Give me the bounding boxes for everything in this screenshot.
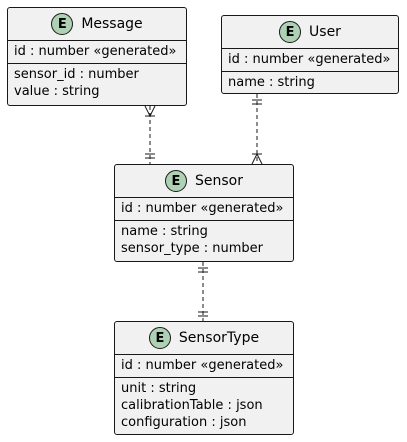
attribute-section: name : string bbox=[222, 72, 398, 94]
entity-badge-icon: E bbox=[148, 327, 171, 349]
entity-header: E Sensor bbox=[115, 165, 293, 198]
entity-header: E Message bbox=[8, 8, 186, 41]
entity-badge-icon: E bbox=[165, 170, 187, 192]
entity-user[interactable]: E User id : number «generated» name : st… bbox=[221, 15, 399, 94]
attribute-section: name : string sensor_type : number bbox=[115, 221, 293, 260]
attribute: id : number «generated» bbox=[121, 201, 284, 216]
attribute: configuration : json bbox=[121, 415, 247, 430]
entity-message[interactable]: E Message id : number «generated» sensor… bbox=[7, 7, 187, 106]
primary-key-section: id : number «generated» bbox=[8, 41, 186, 64]
primary-key-section: id : number «generated» bbox=[115, 355, 293, 378]
crowfoot-exactly-one-sensortype bbox=[198, 311, 208, 317]
entity-sensortype[interactable]: E SensorType id : number «generated» uni… bbox=[114, 321, 294, 435]
primary-key-section: id : number «generated» bbox=[115, 198, 293, 221]
entity-header: E SensorType bbox=[115, 322, 293, 355]
entity-header: E User bbox=[222, 16, 398, 49]
entity-name: Sensor bbox=[195, 173, 243, 189]
attribute: name : string bbox=[228, 75, 315, 90]
entity-name: User bbox=[309, 24, 341, 40]
crowfoot-exactly-one-sensor-top-left bbox=[145, 153, 155, 159]
attribute: id : number «generated» bbox=[121, 358, 284, 373]
entity-name: SensorType bbox=[178, 330, 260, 346]
entity-badge-icon: E bbox=[51, 13, 74, 35]
attribute: id : number «generated» bbox=[228, 52, 391, 67]
crowfoot-one-or-many-sensor bbox=[251, 153, 263, 165]
entity-badge-icon: E bbox=[279, 21, 302, 43]
attribute: calibrationTable : json bbox=[121, 398, 263, 413]
crowfoot-exactly-one-user bbox=[252, 99, 262, 105]
attribute: sensor_type : number bbox=[121, 241, 264, 256]
entity-sensor[interactable]: E Sensor id : number «generated» name : … bbox=[114, 164, 294, 262]
attribute-section: unit : string calibrationTable : json co… bbox=[115, 378, 293, 434]
attribute-section: sensor_id : number value : string bbox=[8, 64, 186, 103]
attribute: unit : string bbox=[121, 381, 197, 396]
crowfoot-one-or-many-message bbox=[144, 105, 156, 117]
crowfoot-exactly-one-sensor-bottom bbox=[198, 267, 208, 273]
attribute: id : number «generated» bbox=[14, 44, 177, 59]
primary-key-section: id : number «generated» bbox=[222, 49, 398, 72]
attribute: name : string bbox=[121, 224, 208, 239]
entity-name: Message bbox=[81, 16, 143, 32]
attribute: value : string bbox=[14, 84, 100, 99]
attribute: sensor_id : number bbox=[14, 67, 139, 82]
